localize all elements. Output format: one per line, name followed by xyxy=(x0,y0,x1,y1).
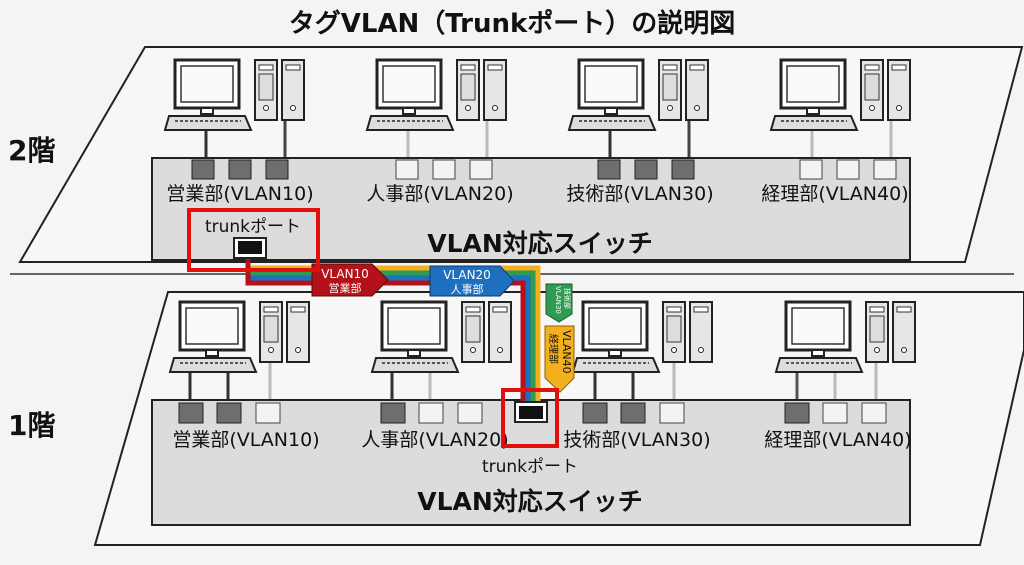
floor-1-label: 1階 xyxy=(8,409,55,442)
pc-icon xyxy=(365,58,508,132)
pc-icon xyxy=(163,58,306,132)
pc-group xyxy=(163,58,912,162)
tag-vlan40-name: VLAN40 xyxy=(560,330,573,374)
tag-vlan30: VLAN30 技術部 xyxy=(545,283,573,323)
dept-label: 経理部(VLAN40) xyxy=(761,183,908,205)
pc-icon xyxy=(168,300,311,374)
tag-vlan40-dept: 経理部 xyxy=(547,334,560,364)
trunk-highlight-floor-1 xyxy=(501,388,559,448)
tag-vlan40: VLAN40 経理部 xyxy=(544,325,575,393)
floor-2: 2階 xyxy=(8,46,1024,263)
pc-icon xyxy=(567,58,710,132)
floor-1: 1階 xyxy=(8,291,1024,546)
dept-label: 人事部(VLAN20) xyxy=(361,429,508,451)
pc-icon xyxy=(571,300,714,374)
tag-vlan20-dept: 人事部 xyxy=(451,282,484,296)
trunk-port-label-floor-1: trunkポート xyxy=(482,457,578,477)
switch-label: VLAN対応スイッチ xyxy=(427,229,653,258)
switch-ports xyxy=(191,159,897,180)
tag-vlan30-dept: 技術部 xyxy=(563,288,572,309)
trunk-highlight-floor-2 xyxy=(187,208,320,272)
floor-2-label: 2階 xyxy=(8,134,55,167)
tag-vlan10-dept: 営業部 xyxy=(329,281,362,295)
switch-ports xyxy=(178,402,887,424)
pc-icon xyxy=(769,58,912,132)
pc-group xyxy=(168,300,917,404)
dept-label: 人事部(VLAN20) xyxy=(366,183,513,205)
trunk-port-floor-1[interactable] xyxy=(501,388,559,448)
switch-label: VLAN対応スイッチ xyxy=(417,487,643,516)
dept-label: 技術部(VLAN30) xyxy=(563,429,710,451)
pc-icon xyxy=(370,300,513,374)
dept-label: 経理部(VLAN40) xyxy=(764,429,911,451)
tag-vlan30-name: VLAN30 xyxy=(554,286,562,314)
pc-icon xyxy=(774,300,917,374)
dept-label: 営業部(VLAN10) xyxy=(166,183,313,205)
trunk-port-floor-2[interactable]: trunkポート xyxy=(187,208,320,272)
tag-vlan20-name: VLAN20 xyxy=(443,268,491,282)
tag-vlan20: VLAN20 人事部 xyxy=(429,265,515,297)
diagram-title: タグVLAN（Trunkポート）の説明図 xyxy=(289,8,736,39)
tag-vlan10: VLAN10 営業部 xyxy=(311,263,389,297)
dept-label: 技術部(VLAN30) xyxy=(566,183,713,205)
tag-vlan10-name: VLAN10 xyxy=(321,267,369,281)
dept-label: 営業部(VLAN10) xyxy=(172,429,319,451)
trunk-port-label-floor-2: trunkポート xyxy=(205,217,301,237)
